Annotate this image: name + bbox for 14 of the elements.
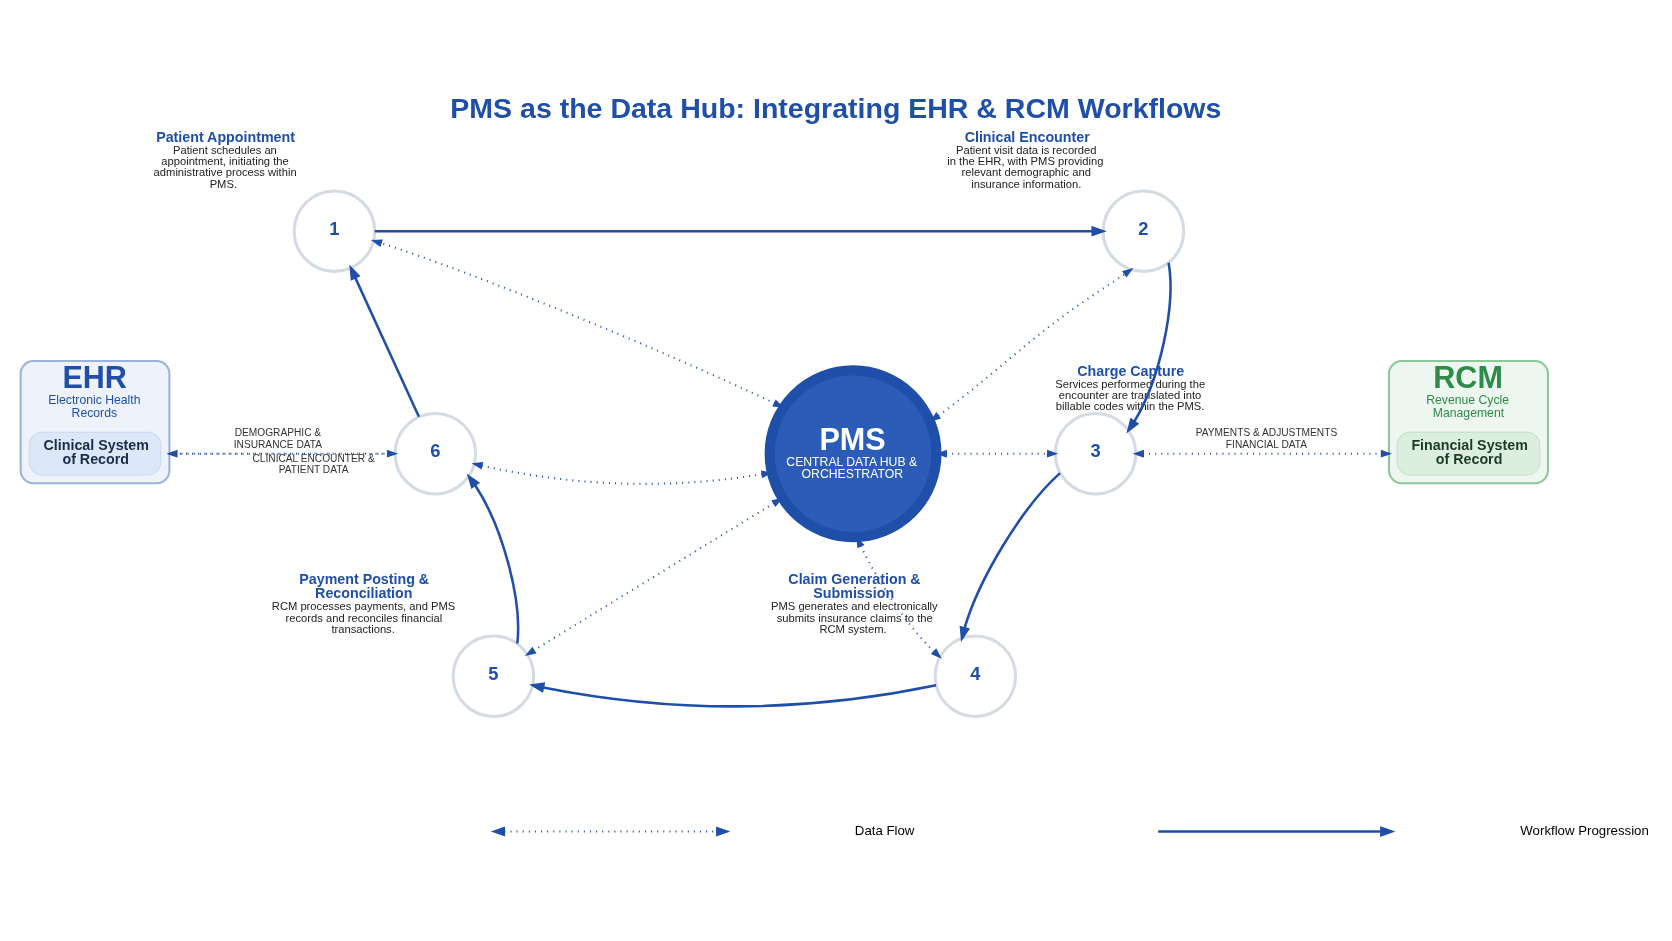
edge-label: PAYMENTS & ADJUSTMENTS FINANCIAL DATA — [1195, 426, 1338, 450]
edge-label: DEMOGRAPHIC & INSURANCE DATA — [233, 426, 323, 450]
node-label: Claim Generation & Submission — [788, 570, 921, 601]
node-label: PMS generates and electronically submits insurance claims to the RCM system. — [771, 599, 938, 635]
node-label: Payment Posting & Reconciliation — [299, 570, 430, 601]
node-label: RCM processes payments, and PMS records and reconciles financial transactions. — [271, 599, 456, 635]
diagram-title: PMS as the Data Hub: Integrating EHR & RCM Workflows — [450, 91, 1222, 124]
node-label: Patient Appointment — [156, 128, 295, 145]
node-label: Patient schedules an appointment, initiating the administrative process within PMS. — [153, 143, 297, 190]
node-label: Patient visit data is recorded in the EHR, with PMS providing relevant demographic and insurance information. — [947, 143, 1104, 190]
legend-label: Data Flow — [854, 822, 915, 838]
node-label: Clinical Encounter — [964, 128, 1090, 145]
edge-label: CLINICAL ENCOUNTER & PATIENT DATA — [252, 452, 375, 475]
legend-label: Workflow Progression — [1520, 822, 1649, 838]
